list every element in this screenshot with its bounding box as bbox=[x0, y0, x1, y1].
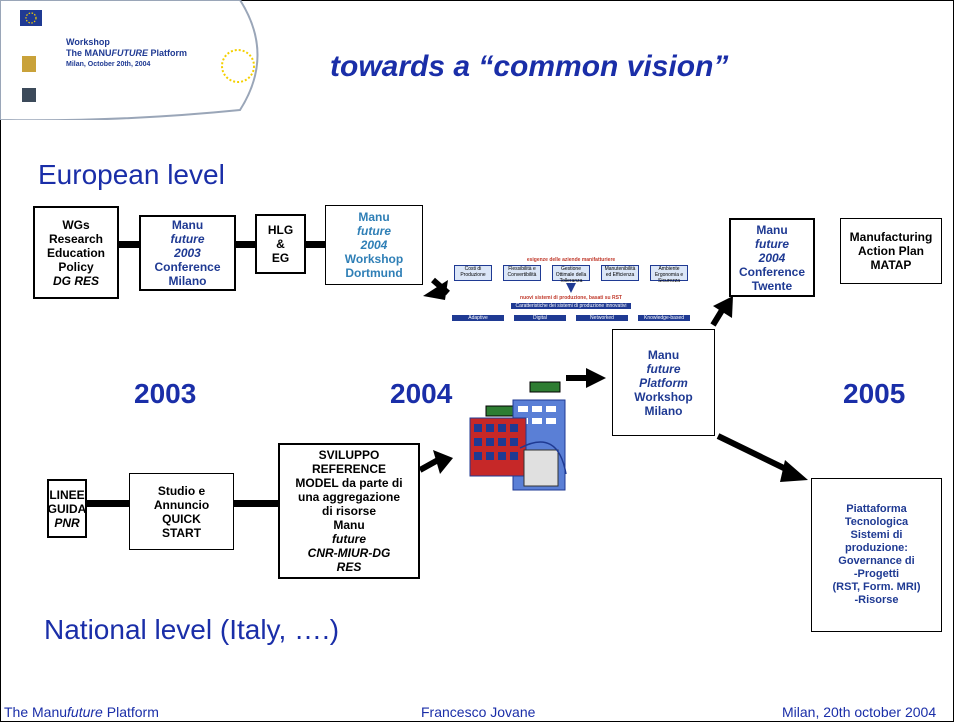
header-line2: The MANUFUTURE Platform bbox=[66, 48, 188, 58]
slide-title: towards a “common vision” bbox=[330, 50, 729, 83]
reference-model-illustration bbox=[469, 381, 567, 491]
footer-left: The Manufuture Platform bbox=[4, 704, 159, 720]
footer-right: Milan, 20th october 2004 bbox=[782, 704, 937, 720]
eu-stars-icon bbox=[221, 49, 255, 83]
down-arrow-icon bbox=[566, 283, 576, 293]
systems-caption: Caratteristiche dei sistemi di produzion… bbox=[511, 303, 631, 309]
need-item: Flessibilità e Convertibilità bbox=[503, 265, 541, 281]
header-text: Workshop The MANUFUTURE Platform Milan, … bbox=[66, 37, 187, 70]
year-2003: 2003 bbox=[134, 378, 197, 409]
european-level-label: European level bbox=[38, 159, 225, 190]
need-item: Ambiente Ergonomia e Sicurezza bbox=[650, 265, 688, 284]
national-level-label: National level (Italy, ….) bbox=[44, 614, 340, 645]
header-line3: Milan, October 20th, 2004 bbox=[66, 61, 151, 68]
logo-icon bbox=[22, 88, 36, 102]
year-2005: 2005 bbox=[843, 378, 906, 409]
system-type: Adaptive bbox=[452, 315, 504, 321]
footer-center: Francesco Jovane bbox=[421, 704, 536, 720]
header-banner bbox=[0, 0, 259, 120]
need-item: Manutenibilità ed Efficienza bbox=[601, 265, 639, 281]
system-type: Knowledge-based bbox=[638, 315, 690, 321]
needs-title: esigenze delle aziende manifatturiere bbox=[526, 257, 616, 263]
system-type: Networked bbox=[576, 315, 628, 321]
box-hlg: HLG&EG bbox=[255, 214, 306, 274]
header-line1: Workshop bbox=[66, 37, 110, 47]
need-item: Gestione Ottimale della Tolleranza bbox=[552, 265, 590, 284]
needs-items: Costi di Produzione Flessibilità e Conve… bbox=[454, 265, 688, 284]
system-types: Adaptive Digital Networked Knowledge-bas… bbox=[452, 315, 690, 321]
year-2004: 2004 bbox=[390, 378, 453, 409]
need-item: Costi di Produzione bbox=[454, 265, 492, 281]
system-type: Digital bbox=[514, 315, 566, 321]
eu-flag-icon bbox=[20, 10, 42, 26]
new-systems-label: nuovi sistemi di produzione, basati su R… bbox=[520, 295, 622, 301]
emblem-icon bbox=[22, 56, 36, 72]
needs-diagram: esigenze delle aziende manifatturiere Co… bbox=[450, 257, 692, 349]
